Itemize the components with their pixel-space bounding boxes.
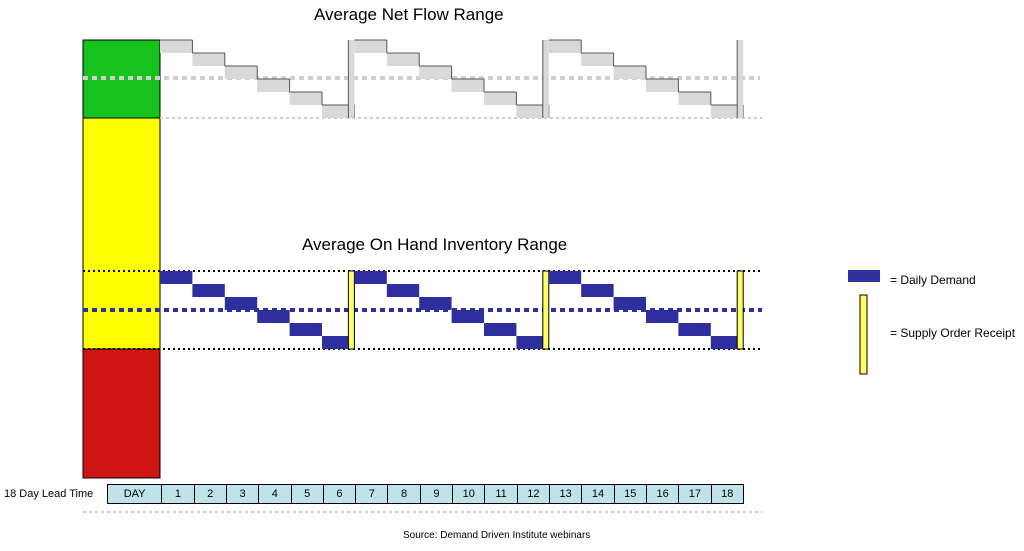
timeline-day: 17 xyxy=(679,485,712,503)
net-flow-block xyxy=(322,105,355,118)
net-flow-block xyxy=(257,79,290,92)
timeline-day: 1 xyxy=(162,485,195,503)
net-flow-replenishment-bar xyxy=(542,40,549,118)
net-flow-block xyxy=(224,66,258,79)
net-flow-block xyxy=(386,53,420,66)
daily-demand-block xyxy=(484,323,517,336)
daily-demand-block xyxy=(516,336,549,349)
red-zone xyxy=(82,348,161,479)
yellow-zone xyxy=(82,117,161,350)
daily-demand-block xyxy=(192,284,225,297)
daily-demand-block xyxy=(224,297,258,310)
legend-daily-demand-swatch xyxy=(848,270,880,282)
daily-demand-block xyxy=(710,336,744,349)
daily-demand-block xyxy=(354,271,387,284)
on-hand-steps xyxy=(160,270,744,350)
timeline-day: 10 xyxy=(453,485,486,503)
net-flow-block xyxy=(516,105,549,118)
net-flow-block xyxy=(354,40,387,53)
timeline-day: 18 xyxy=(721,488,734,500)
net-flow-block xyxy=(419,66,452,79)
net-flow-replenishment-bar xyxy=(348,40,355,118)
daily-demand-block xyxy=(419,297,452,310)
daily-demand-block xyxy=(548,271,582,284)
timeline-day: 8 xyxy=(388,485,421,503)
daily-demand-block xyxy=(386,284,420,297)
net-flow-block xyxy=(451,79,484,92)
net-flow-block xyxy=(678,92,711,105)
timeline-day: 7 xyxy=(356,485,389,503)
timeline-day: 5 xyxy=(292,485,324,503)
daily-demand-block xyxy=(646,310,679,323)
timeline-day: 14 xyxy=(582,485,615,503)
source-note: Source: Demand Driven Institute webinars xyxy=(403,530,591,541)
timeline-day: 12 xyxy=(518,485,550,503)
legend-supply-order-label: = Supply Order Receipt xyxy=(890,326,1016,340)
timeline-day: 2 xyxy=(195,485,227,503)
timeline-day: 15 xyxy=(615,485,647,503)
timeline-day: 6 xyxy=(324,485,357,503)
timeline-day: 11 xyxy=(485,485,518,503)
net-flow-steps xyxy=(160,39,744,118)
daily-demand-block xyxy=(322,336,355,349)
net-flow-title: Average Net Flow Range xyxy=(314,5,504,24)
daily-demand-block xyxy=(451,310,484,323)
net-flow-block xyxy=(160,40,193,53)
timeline-day: 16 xyxy=(647,485,680,503)
net-flow-block xyxy=(581,53,614,66)
on-hand-title: Average On Hand Inventory Range xyxy=(302,235,568,254)
net-flow-block xyxy=(548,40,582,53)
timeline-day: 9 xyxy=(421,485,454,503)
net-flow-block xyxy=(613,66,646,79)
legend-supply-order-swatch xyxy=(859,294,868,375)
timeline-day: 13 xyxy=(550,485,583,503)
supply-order-receipt-bar xyxy=(542,270,550,350)
legend-daily-demand-label: = Daily Demand xyxy=(890,273,976,287)
daily-demand-block xyxy=(678,323,711,336)
lead-time-label: 18 Day Lead Time xyxy=(4,488,94,500)
net-flow-block xyxy=(192,53,225,66)
timeline-day: 4 xyxy=(259,485,292,503)
daily-demand-block xyxy=(581,284,614,297)
net-flow-block xyxy=(646,79,679,92)
supply-order-receipt-bar xyxy=(736,270,744,350)
net-flow-block xyxy=(484,92,517,105)
supply-order-receipt-bar xyxy=(347,270,355,350)
net-flow-block xyxy=(710,105,744,118)
timeline-day: 3 xyxy=(227,485,260,503)
day-timeline: DAY 1 2 3 4 5 6 7 8 9 10 11 12 13 14 15 … xyxy=(107,484,744,504)
daily-demand-block xyxy=(289,323,322,336)
timeline-header: DAY xyxy=(108,485,163,503)
daily-demand-block xyxy=(257,310,290,323)
net-flow-block xyxy=(289,92,322,105)
daily-demand-block xyxy=(613,297,646,310)
net-flow-replenishment-bar xyxy=(737,40,744,118)
daily-demand-block xyxy=(160,271,193,284)
